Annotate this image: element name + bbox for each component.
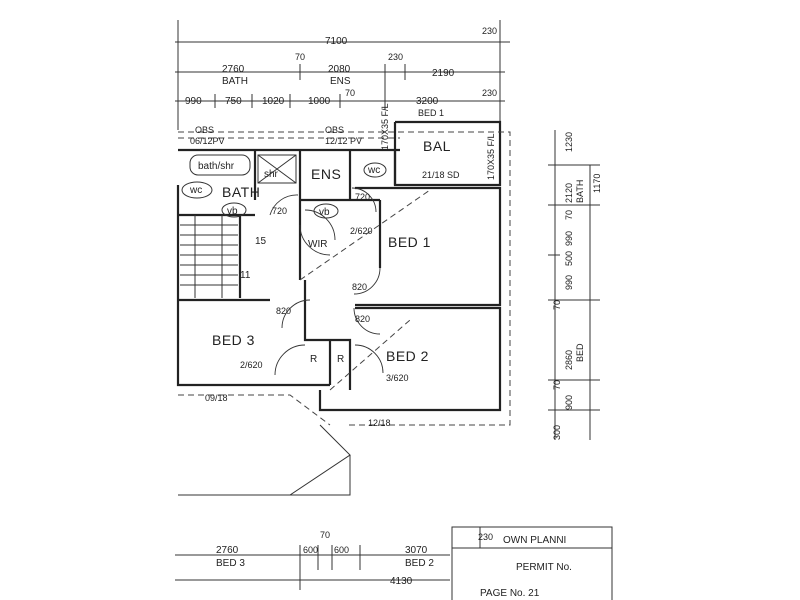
dim-bottom-bed3: BED 3: [216, 558, 245, 569]
stamp-line-2: PERMIT No.: [516, 562, 572, 573]
note-820-bed3: 820: [276, 306, 291, 316]
fixture-vb-bath: vb: [227, 206, 238, 217]
note-09-18: 09/18: [205, 393, 228, 403]
bottom-dimension-lines: [175, 545, 450, 590]
dim-bottom-70: 70: [320, 530, 330, 540]
stair-treads: [180, 215, 238, 298]
stair-count-11: 11: [240, 270, 251, 281]
dim-right-1230: 1230: [564, 132, 574, 152]
dim-2190: 2190: [432, 68, 455, 79]
building-walls: [176, 120, 502, 412]
stamp-line-3: PAGE No. 21: [480, 588, 540, 599]
dim-1000: 1000: [308, 96, 331, 107]
dim-bottom-600b: 600: [334, 545, 349, 555]
room-wir: WIR: [308, 239, 327, 250]
note-720-ens: 720: [355, 192, 370, 202]
dim-750: 750: [225, 96, 242, 107]
dim-bottom-600a: 600: [303, 545, 318, 555]
room-bed2: BED 2: [386, 348, 429, 364]
note-obs-2: OBS: [325, 125, 344, 135]
dim-bed1-label: BED 1: [418, 108, 444, 118]
dim-right-bed: BED: [575, 343, 585, 362]
note-820-bed2: 820: [355, 314, 370, 324]
dim-230-mid: 230: [388, 52, 403, 62]
dim-right-bath: BATH: [575, 180, 585, 203]
fixture-wc-ens: wc: [367, 165, 380, 176]
door-swings: [269, 187, 384, 376]
roof-dashed-lines: [178, 131, 511, 426]
note-sliding-door: 21/18 SD: [422, 170, 460, 180]
dim-230-top: 230: [482, 26, 497, 36]
room-bed3: BED 3: [212, 332, 255, 348]
dim-right-2860: 2860: [564, 350, 574, 370]
note-3-620-bed2: 3/620: [386, 373, 409, 383]
room-bed1: BED 1: [388, 234, 431, 250]
planning-stamp: [451, 526, 613, 600]
dim-70-lower: 70: [345, 88, 355, 98]
note-12-18: 12/18: [368, 418, 391, 428]
lower-roof-outline: [178, 424, 351, 496]
fixture-bath-shr: bath/shr: [198, 161, 235, 172]
right-dimension-lines: [548, 130, 600, 440]
dim-bottom-bed2: BED 2: [405, 558, 434, 569]
dim-right-900: 900: [564, 395, 574, 410]
note-720-bath: 720: [272, 206, 287, 216]
top-dimension-lines: [175, 20, 510, 130]
dim-bottom-2760: 2760: [216, 545, 239, 556]
dim-ens-width: 2080: [328, 64, 351, 75]
note-obs-2-pv: 12/12 PV: [325, 136, 362, 146]
dim-right-1170: 1170: [592, 174, 602, 193]
room-robe-1: R: [310, 354, 317, 365]
dim-bath-label: BATH: [222, 76, 248, 87]
fixtures: [181, 154, 387, 219]
dim-ens-label: ENS: [330, 76, 351, 87]
dim-total-top: 7100: [325, 36, 348, 47]
dim-right-2120: 2120: [564, 183, 574, 203]
stamp-230: 230: [478, 532, 493, 542]
dim-bottom-4130: 4130: [390, 576, 413, 587]
note-2-620-wir: 2/620: [350, 226, 373, 236]
note-820-bed1: 820: [352, 282, 367, 292]
fixture-shr: shr: [264, 169, 279, 180]
note-obs-1-pv: 06/12PV: [190, 136, 225, 146]
dim-70-top: 70: [295, 52, 305, 62]
note-170x35-left: 170X35 F/L: [380, 103, 390, 150]
room-bal: BAL: [423, 138, 451, 154]
room-robe-2: R: [337, 354, 344, 365]
fixture-vb-wir: vb: [319, 207, 330, 218]
dim-bath-width: 2760: [222, 64, 245, 75]
dim-right-990a: 990: [564, 231, 574, 246]
dim-right-500: 500: [564, 251, 574, 266]
dim-1020: 1020: [262, 96, 285, 107]
dim-990: 990: [185, 96, 202, 107]
stamp-line-1: OWN PLANNI: [503, 535, 566, 546]
note-2-620-bed3: 2/620: [240, 360, 263, 370]
dim-230-right: 230: [482, 88, 497, 98]
room-bath: BATH: [222, 184, 260, 200]
fixture-wc-bath: wc: [189, 185, 202, 196]
dim-right-70b: 70: [552, 300, 562, 310]
dim-right-70c: 70: [552, 380, 562, 390]
dim-3200: 3200: [416, 96, 439, 107]
dim-right-990b: 990: [564, 275, 574, 290]
dim-bottom-3070: 3070: [405, 545, 428, 556]
note-170x35-right: 170X35 F/L: [486, 133, 496, 180]
dim-right-300: 300: [552, 425, 562, 440]
stair-count-15: 15: [255, 236, 267, 247]
room-ens: ENS: [311, 166, 341, 182]
note-obs-1: OBS: [195, 125, 214, 135]
dim-right-70a: 70: [564, 210, 574, 220]
